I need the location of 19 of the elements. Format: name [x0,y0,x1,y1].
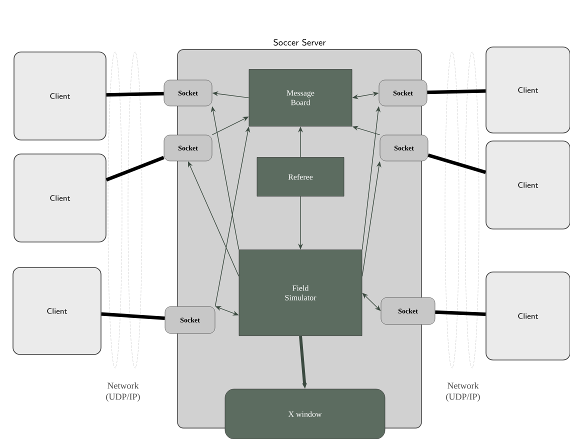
module-box: Referee [256,157,344,196]
node-label: Soccer Server [274,38,326,46]
client-box: Client [12,267,102,355]
client-box: Client [14,154,106,242]
connector-line [101,312,165,320]
module-box: Message Board [248,69,352,126]
connector-line [427,89,486,94]
client-box: Client [486,46,570,134]
client-box: Client [14,52,106,140]
connector-line [106,156,164,182]
network-label: Network (UDP/IP) [446,382,480,402]
connector-line [435,310,486,316]
module-box: Field Simulator [238,250,362,336]
client-box: Client [486,140,570,230]
window-box: X window [224,388,386,439]
network-label: Network (UDP/IP) [106,382,140,402]
connector-line [428,154,486,174]
client-box: Client [486,272,570,360]
connector-line [106,92,164,97]
